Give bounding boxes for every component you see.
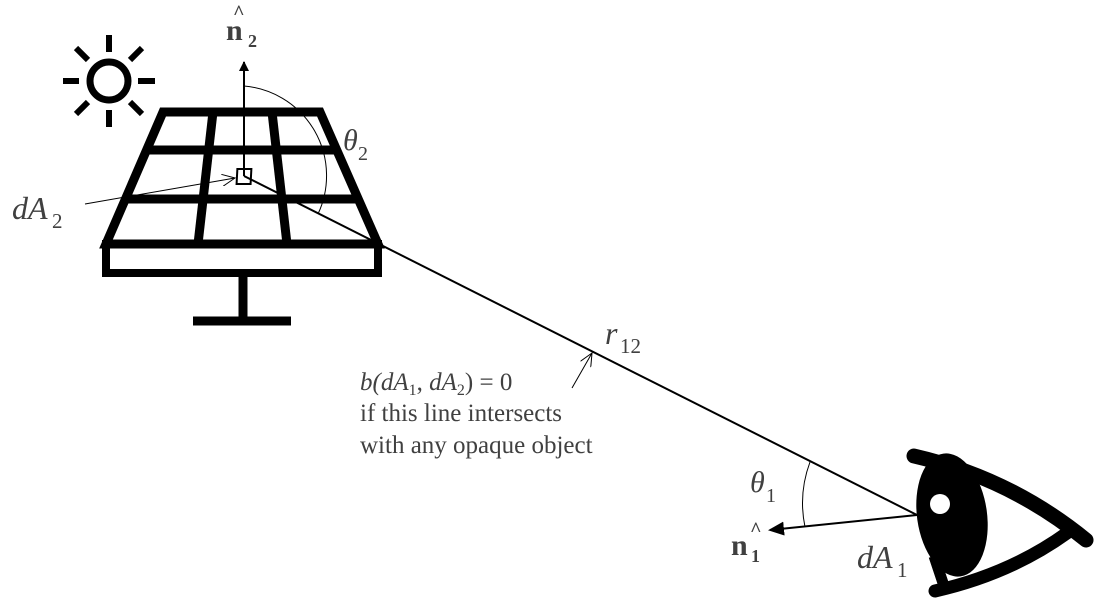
dA2-pointer-arrow (84, 178, 235, 205)
theta-2-label: θ 2 (343, 124, 368, 165)
solar-panel-icon (99, 107, 385, 326)
eye-icon (906, 448, 1094, 598)
svg-text:1: 1 (751, 546, 760, 566)
r12-label: r 12 (605, 315, 641, 358)
svg-text:n: n (226, 14, 243, 47)
svg-text:12: 12 (620, 334, 641, 358)
svg-text:1: 1 (766, 485, 776, 507)
annotation-line-2: if this line intersects (360, 400, 562, 427)
svg-text:2: 2 (358, 143, 368, 165)
dA-2-label: dA 2 (12, 190, 63, 233)
svg-text:n: n (731, 529, 748, 562)
sun-icon (63, 35, 155, 127)
svg-text:dA: dA (12, 190, 48, 226)
svg-text:θ: θ (343, 124, 358, 157)
annotation-line-3: with any opaque object (360, 432, 593, 459)
theta-2-arc (243, 85, 328, 215)
theta-1-arc (802, 461, 811, 528)
normal-1-arrow (768, 514, 918, 536)
visibility-annotation: b(dA1, dA2) = 0 if this line intersects … (360, 369, 593, 459)
r12-line (243, 175, 918, 516)
svg-text:b(dA1, dA2) = 0: b(dA1, dA2) = 0 (360, 369, 512, 399)
svg-text:2: 2 (52, 209, 63, 233)
annotation-pointer-arrow (571, 353, 592, 389)
svg-text:θ: θ (750, 466, 765, 499)
normal-1-label: n ^ 1 (731, 519, 762, 566)
svg-text:^: ^ (233, 2, 245, 24)
theta-1-label: θ 1 (750, 466, 776, 507)
svg-text:2: 2 (248, 31, 257, 51)
svg-text:^: ^ (750, 519, 762, 541)
normal-2-label: n ^ 2 (226, 2, 257, 51)
svg-text:1: 1 (897, 558, 908, 582)
svg-text:dA: dA (857, 539, 893, 575)
svg-text:r: r (605, 315, 618, 351)
formula-prefix: b( (360, 369, 383, 396)
dA-1-label: dA 1 (857, 539, 908, 582)
